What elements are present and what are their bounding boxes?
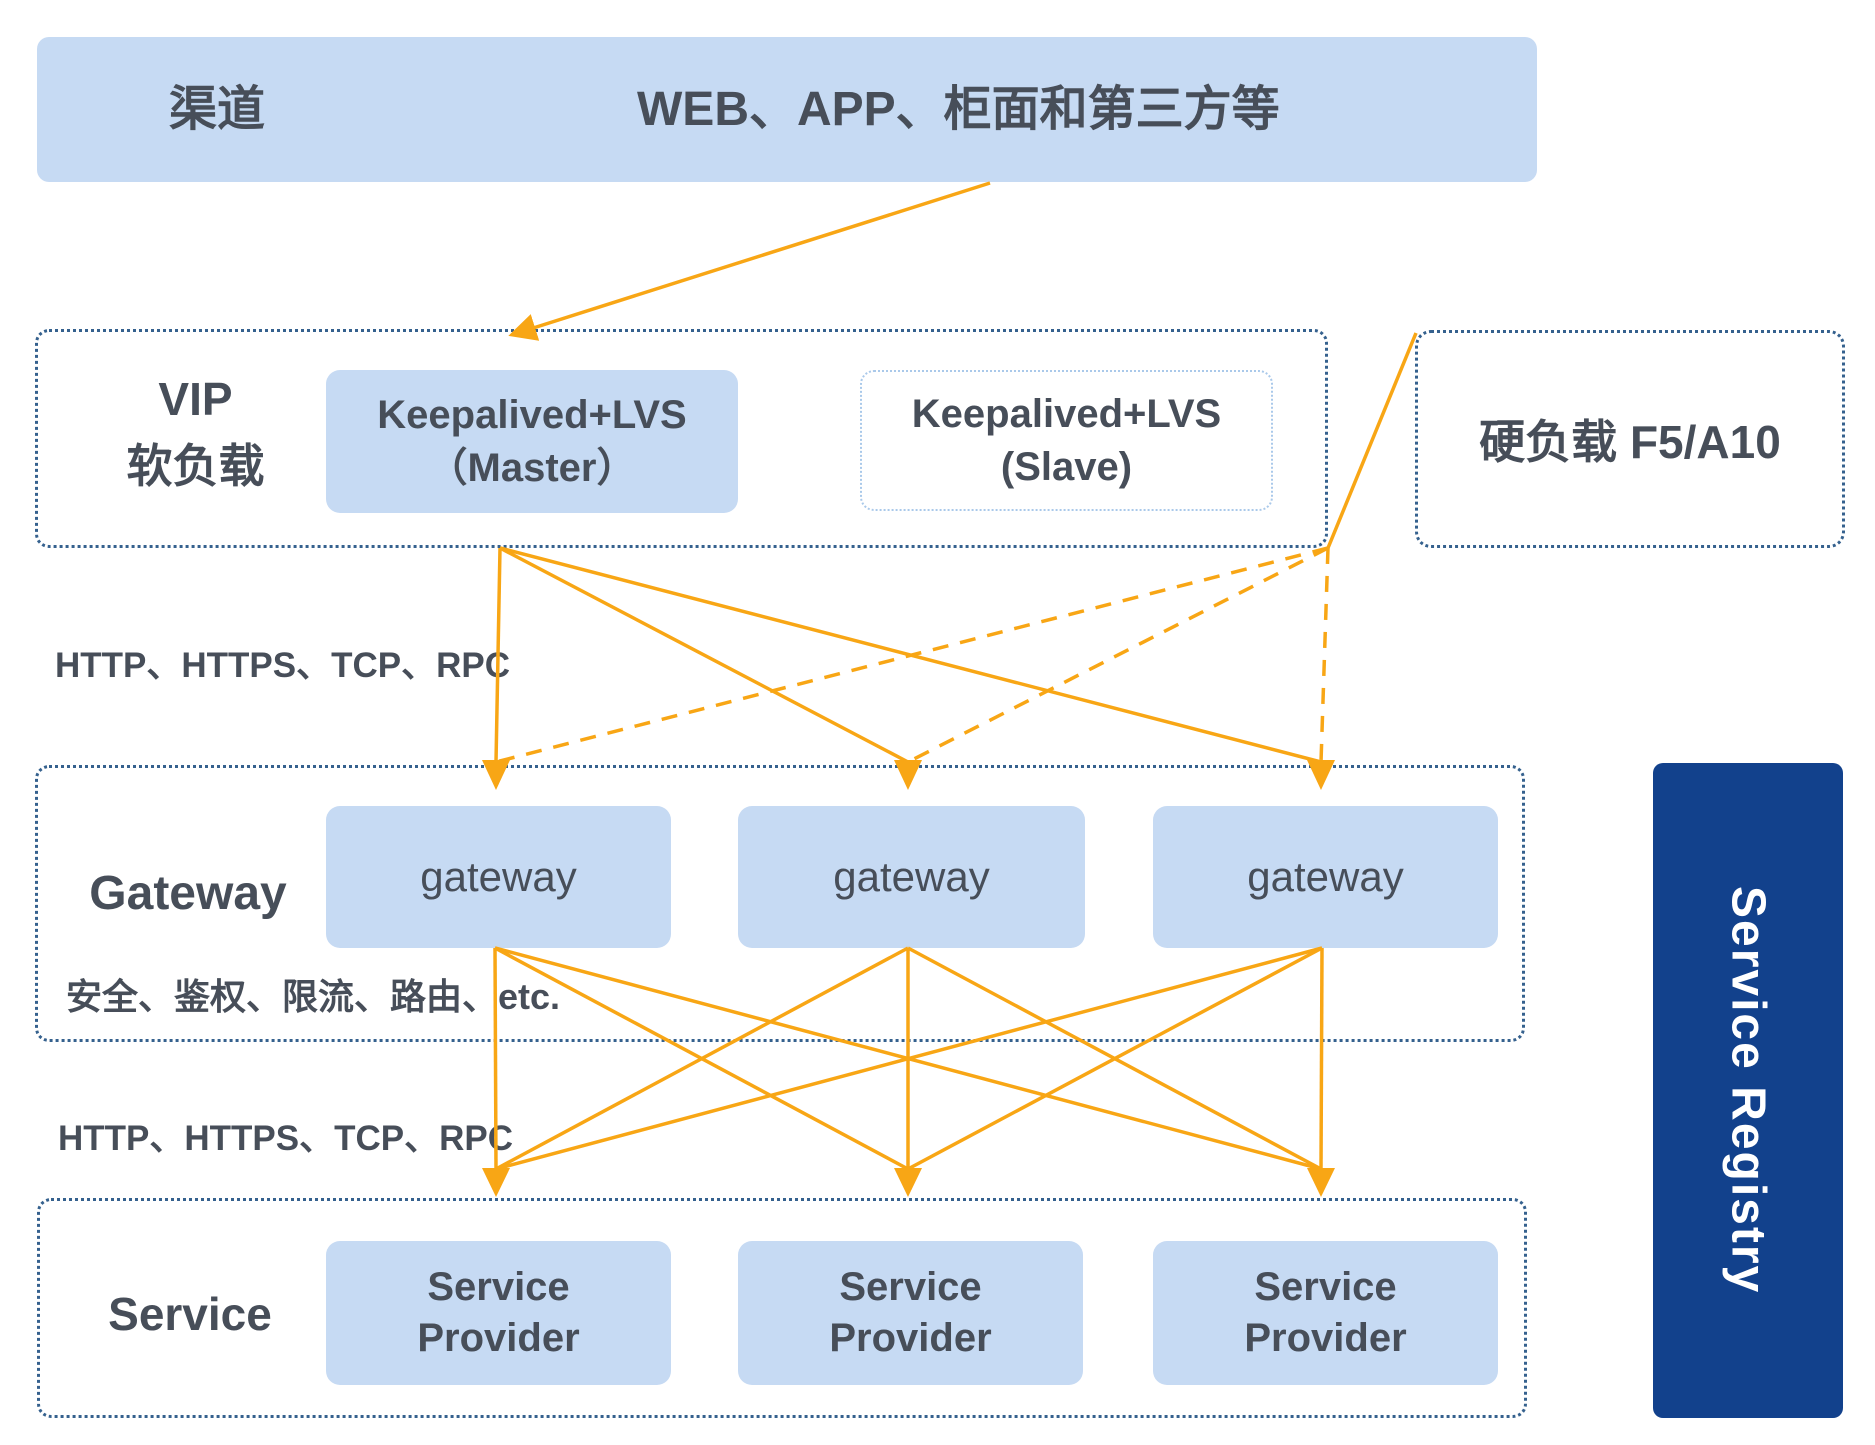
channel-content: WEB、APP、柜面和第三方等: [637, 83, 1280, 136]
protocol-label-top: HTTP、HTTPS、TCP、RPC: [55, 646, 511, 685]
service-provider-node-2: Service Provider: [738, 1241, 1083, 1385]
service-registry-label: Service Registry: [1721, 886, 1775, 1295]
gateway-container: Gateway gateway gateway gateway 安全、鉴权、限流…: [35, 765, 1525, 1042]
sp1-line1: Service: [427, 1264, 570, 1309]
sp1-line2: Provider: [417, 1316, 580, 1360]
keepalived-master-node: Keepalived+LVS （Master）: [326, 370, 738, 513]
service-registry-bar: Service Registry: [1653, 763, 1843, 1418]
vip-label-line1: VIP: [158, 373, 233, 425]
sp2-line2: Provider: [829, 1316, 992, 1360]
hard-load-label: 硬负载 F5/A10: [1479, 416, 1781, 468]
service-provider-node-1: Service Provider: [326, 1241, 671, 1385]
service-section-label: Service: [108, 1288, 272, 1340]
gateway-node-2: gateway: [738, 806, 1085, 948]
master-line2: （Master）: [427, 445, 637, 490]
channel-bar: 渠道 WEB、APP、柜面和第三方等: [37, 37, 1537, 182]
service-provider-node-3: Service Provider: [1153, 1241, 1498, 1385]
master-line1: Keepalived+LVS: [377, 392, 687, 437]
vip-softload-label: VIP 软负载: [63, 366, 328, 499]
gateway-node-1: gateway: [326, 806, 671, 948]
gateway-node-3: gateway: [1153, 806, 1498, 948]
gateway-section-label: Gateway: [89, 867, 287, 920]
hard-load-f5-box: 硬负载 F5/A10: [1415, 330, 1845, 548]
keepalived-slave-node: Keepalived+LVS (Slave): [860, 370, 1273, 511]
channel-label: 渠道: [168, 83, 265, 136]
vip-label-line2: 软负载: [126, 439, 265, 492]
service-container: Service Service Provider Service Provide…: [37, 1198, 1527, 1418]
slave-line1: Keepalived+LVS: [911, 391, 1222, 436]
gateway-node-1-label: gateway: [420, 853, 577, 900]
sp3-line2: Provider: [1244, 1316, 1407, 1360]
slave-line2: (Slave): [1000, 444, 1133, 489]
sp2-line1: Service: [839, 1264, 982, 1309]
protocol-label-bottom: HTTP、HTTPS、TCP、RPC: [58, 1119, 514, 1158]
arrow-channel-to-vip: [508, 181, 991, 341]
gateway-features-label: 安全、鉴权、限流、路由、etc.: [66, 976, 561, 1017]
vip-softload-container: VIP 软负载 Keepalived+LVS （Master） Keepaliv…: [35, 329, 1328, 548]
gateway-node-3-label: gateway: [1247, 853, 1404, 900]
gateway-node-2-label: gateway: [833, 853, 990, 900]
line-vip-to-f5: [1326, 332, 1418, 549]
sp3-line1: Service: [1254, 1264, 1397, 1309]
